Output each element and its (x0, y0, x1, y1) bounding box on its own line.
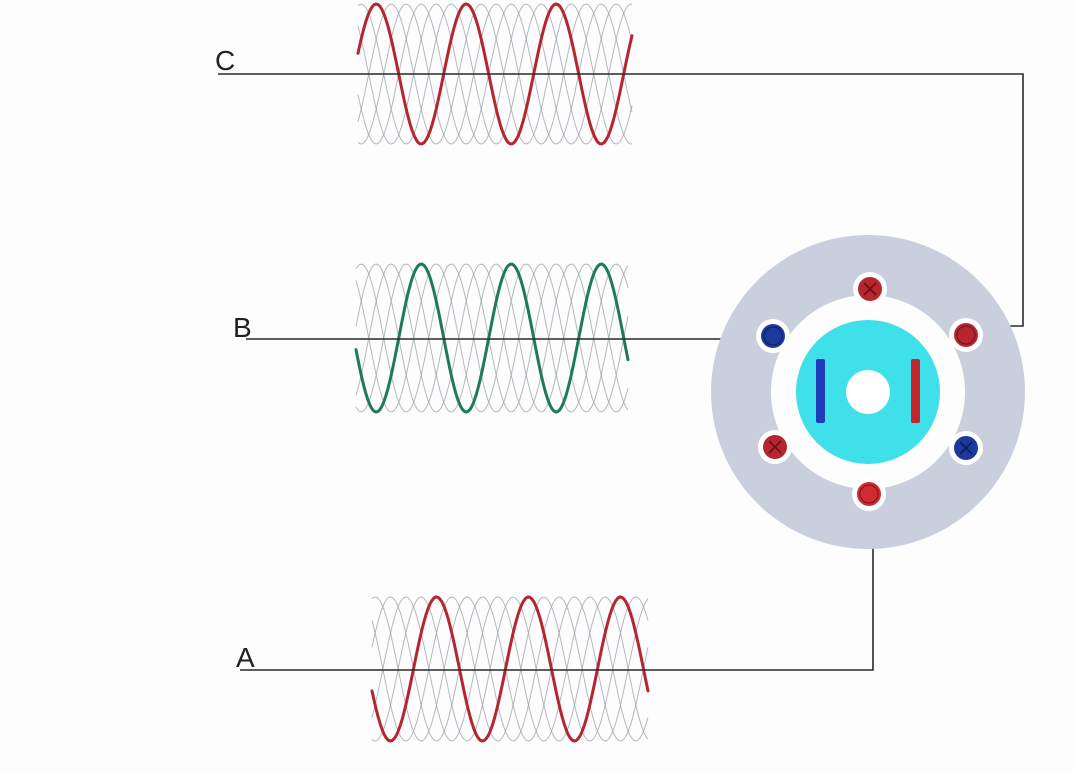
phase-b-turn (355, 263, 629, 413)
phase-a-wire (240, 512, 874, 671)
stator-slot-right-lower (949, 431, 983, 465)
phase-a-turn (371, 596, 649, 742)
phase-b-turn (355, 263, 629, 413)
stator-slot-bottom (852, 477, 886, 511)
phase-c-coil (356, 2, 634, 146)
phase-a-turn (371, 596, 649, 742)
rotor-shaft (846, 370, 890, 414)
stator-slot-left-upper (756, 319, 790, 353)
phase-a-turn (371, 596, 649, 742)
stator-slot-left-lower (758, 430, 792, 464)
phase-b-turn (355, 263, 629, 413)
phase-c-active-strand (356, 2, 634, 146)
phase-b-turn (355, 263, 629, 413)
rotor-south-pole (911, 359, 920, 423)
phase-c-label: C (215, 45, 235, 76)
motor-cross-section (711, 235, 1025, 549)
rotor-north-pole (816, 359, 825, 423)
phase-c-turn (357, 3, 633, 145)
phase-a-turn (371, 596, 649, 742)
phase-a-winding: A (236, 512, 874, 743)
phase-a-turn (371, 596, 649, 742)
phase-a-coil (370, 595, 650, 743)
phase-b-active-strand (354, 262, 630, 414)
phase-b-label: B (233, 312, 252, 343)
phase-a-active-strand (370, 595, 650, 743)
phase-c-turn (357, 3, 633, 145)
stator-slot-top (853, 272, 887, 306)
stator-slot-right-upper (949, 318, 983, 352)
phase-b-coil (354, 262, 630, 414)
phase-a-label: A (236, 642, 255, 673)
phase-b-turn (355, 263, 629, 413)
phase-c-turn (357, 3, 633, 145)
phase-b-winding: B (233, 262, 758, 414)
phase-b-turn (355, 263, 629, 413)
